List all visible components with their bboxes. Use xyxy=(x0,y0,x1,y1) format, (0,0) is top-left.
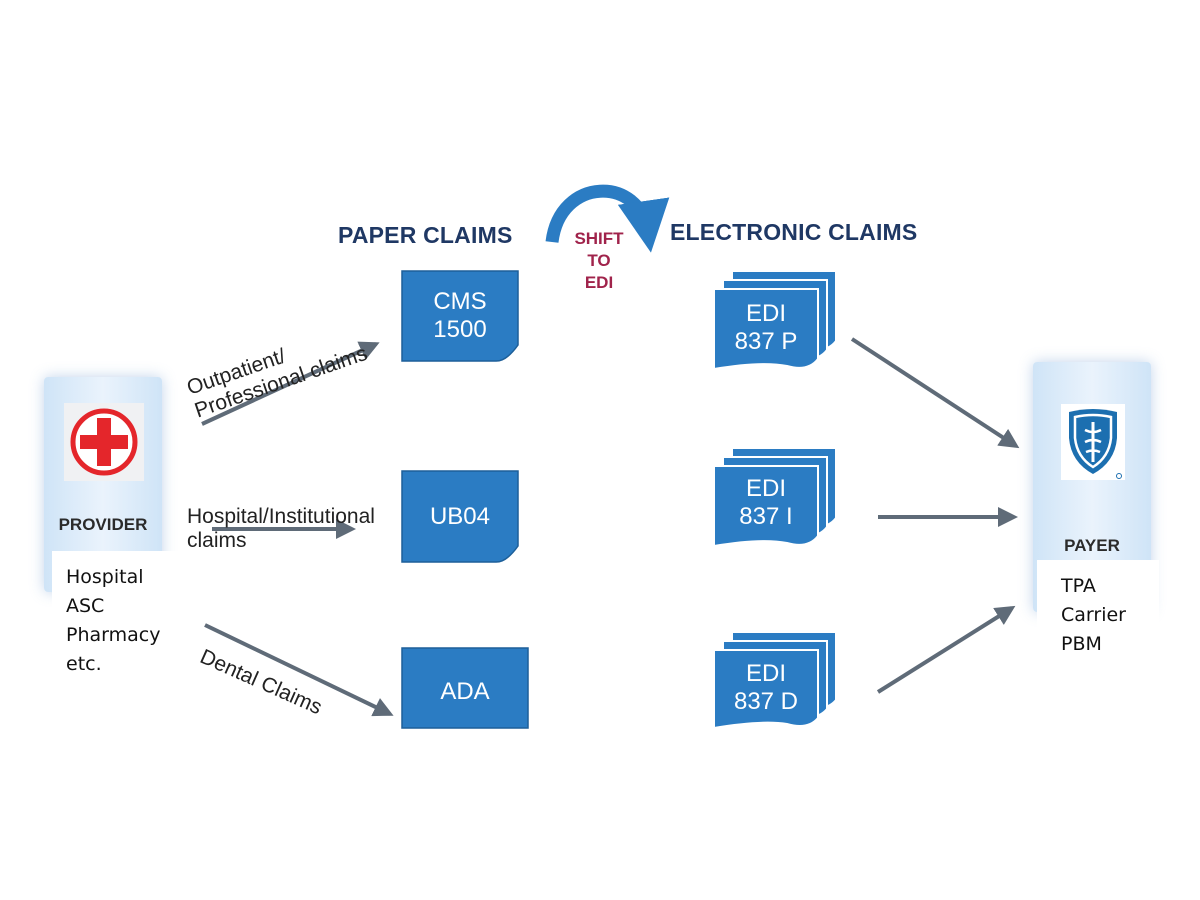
provider-type: Pharmacy xyxy=(66,624,161,646)
ada-label: ADA xyxy=(440,678,490,705)
form-line: 837 D xyxy=(733,688,799,715)
arrow-dental xyxy=(204,623,394,717)
label-line: Hospital/Institutional xyxy=(187,505,375,528)
payer-title: PAYER xyxy=(1064,536,1120,555)
edi-837i-label: EDI 837 I xyxy=(714,475,818,531)
payer-type: PBM xyxy=(1061,633,1102,655)
provider-types-box: Hospital ASC Pharmacy etc. xyxy=(52,551,198,683)
form-line: EDI xyxy=(745,475,786,502)
form-line: CMS xyxy=(433,288,487,315)
payer-type: Carrier xyxy=(1061,604,1126,626)
label-institutional-claims: Hospital/Institutional claims xyxy=(187,505,375,553)
arrow-professional xyxy=(201,341,380,426)
document-stack-837i xyxy=(713,447,837,548)
shift-line: EDI xyxy=(584,273,614,292)
cms-1500-label: CMS 1500 xyxy=(402,288,518,344)
arrow-837p-payer xyxy=(850,337,1020,449)
provider-type: ASC xyxy=(66,595,105,617)
document-ub04 xyxy=(401,470,519,563)
ub04-label: UB04 xyxy=(429,503,491,530)
edi-837d-label: EDI 837 D xyxy=(714,660,818,716)
form-line: 837 P xyxy=(734,328,798,355)
shift-to-edi-label: SHIFT TO EDI xyxy=(562,228,636,294)
shift-line: SHIFT xyxy=(574,229,624,248)
electronic-claims-heading: ELECTRONIC CLAIMS xyxy=(670,219,918,245)
document-stack-837d xyxy=(713,631,837,730)
document-cms-1500 xyxy=(401,270,519,362)
form-line: EDI xyxy=(745,660,786,687)
arrow-837d-payer xyxy=(876,605,1016,694)
payer-types-box: TPA Carrier PBM xyxy=(1037,560,1159,666)
payer-type: TPA xyxy=(1061,575,1096,597)
shift-line: TO xyxy=(587,251,611,270)
document-ada xyxy=(401,647,529,729)
label-line: claims xyxy=(187,529,247,552)
document-stack-837p xyxy=(713,270,837,371)
provider-type: Hospital xyxy=(66,566,144,588)
shift-arc-arrow xyxy=(545,184,670,253)
form-line: 837 I xyxy=(739,503,793,530)
provider-type: etc. xyxy=(66,653,102,675)
edi-837p-label: EDI 837 P xyxy=(714,300,818,356)
paper-claims-heading: PAPER CLAIMS xyxy=(338,222,513,248)
red-cross-icon xyxy=(64,403,144,481)
form-line: EDI xyxy=(745,300,786,327)
form-line: 1500 xyxy=(433,316,487,343)
blue-shield-caduceus-icon xyxy=(1061,404,1125,480)
provider-title: PROVIDER xyxy=(58,515,148,534)
